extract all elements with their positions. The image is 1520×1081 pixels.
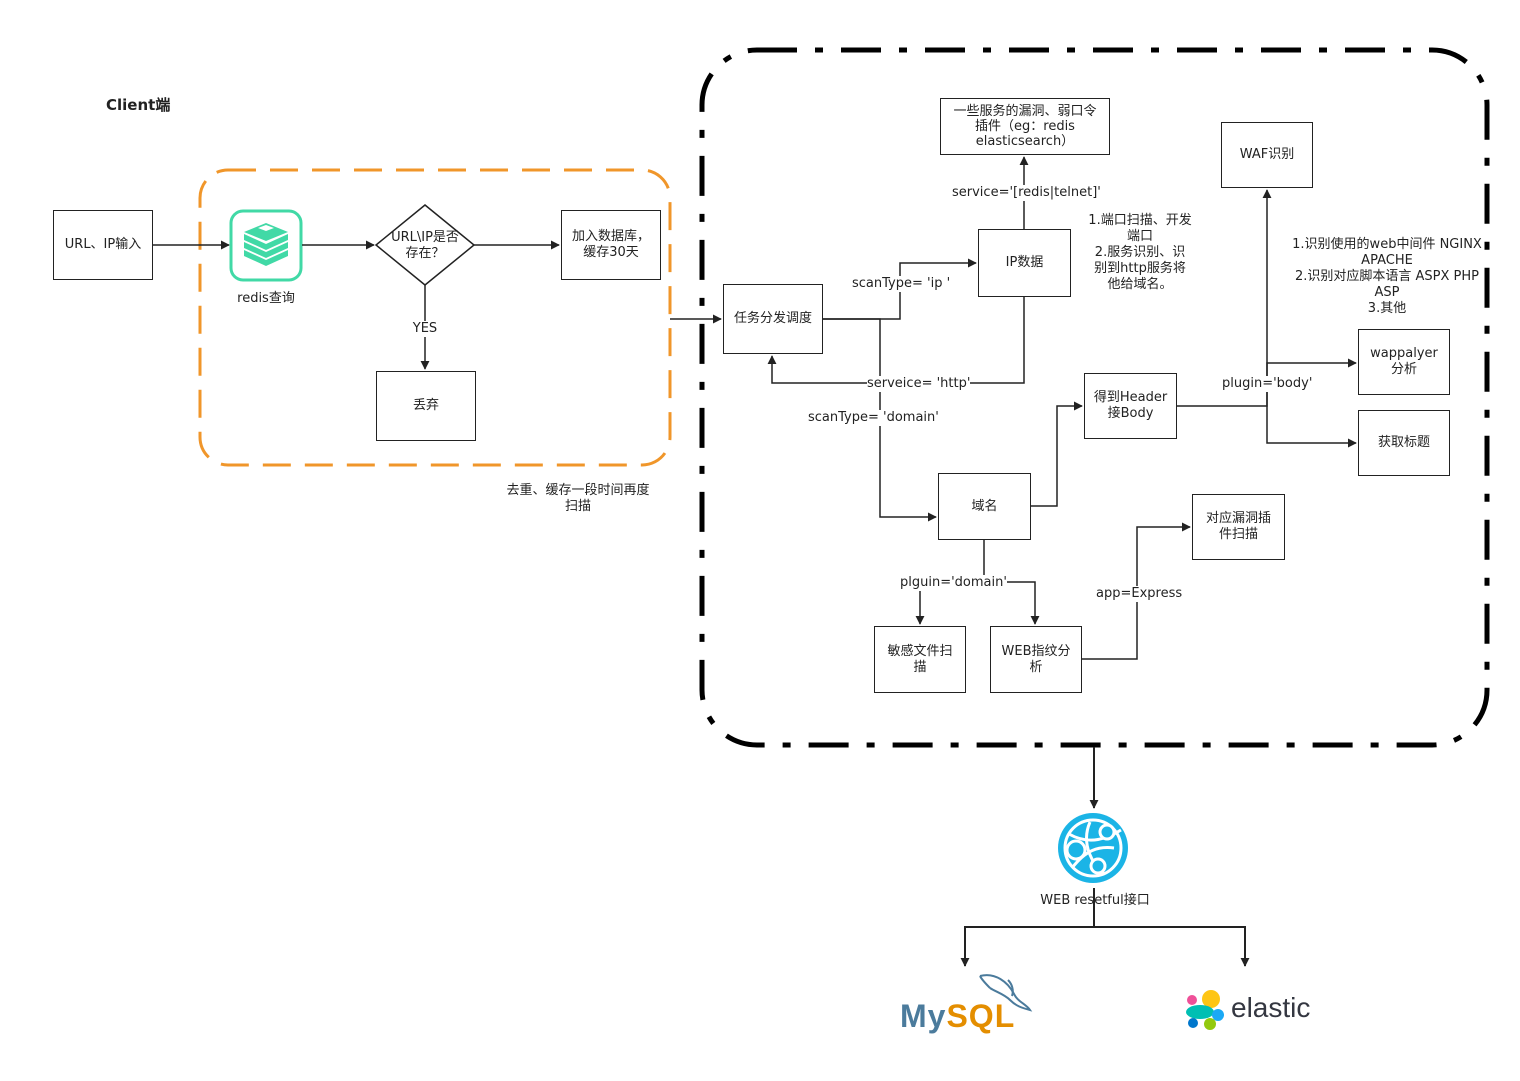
url-input-box: URL、IP输入 <box>53 210 153 280</box>
client-title: Client端 <box>106 96 171 114</box>
edge-restful-to-elastic <box>1094 926 1250 967</box>
edge-header-to-title <box>1266 406 1357 448</box>
mysql-logo: MySQL <box>900 998 1015 1035</box>
exists-decision-label: URL\IP是否 存在？ <box>391 230 459 261</box>
service-http-label: serveice= 'http' <box>867 376 971 392</box>
client-region <box>198 168 672 467</box>
sensitive-file-scan-box: 敏感文件扫 描 <box>874 626 966 693</box>
plugin-body-label: plugin='body' <box>1222 376 1313 392</box>
scantype-domain-label: scanType= 'domain' <box>808 410 939 426</box>
vuln-scan-box: 对应漏洞插 件扫描 <box>1192 494 1285 560</box>
web-api-globe-icon <box>1058 813 1128 883</box>
domain-box: 域名 <box>938 473 1031 540</box>
service-label: service='[redis|telnet]' <box>952 185 1101 201</box>
port-scan-note: 1.端口扫描、开发 端口 2.服务识别、识 别到http服务将 他给域名。 <box>1088 213 1192 292</box>
get-title-box: 获取标题 <box>1358 410 1450 476</box>
app-express-label: app=Express <box>1096 586 1183 602</box>
restful-api-label: WEB resetful接口 <box>1040 893 1150 908</box>
discard-box: 丢弃 <box>376 371 476 441</box>
vuln-plugins-box: 一些服务的漏洞、弱口令 插件（eg：redis elasticsearch） <box>940 98 1110 155</box>
web-fingerprint-box: WEB指纹分 析 <box>990 626 1082 693</box>
waf-box: WAF识别 <box>1221 122 1313 188</box>
dedupe-note: 去重、缓存一段时间再度 扫描 <box>506 483 650 514</box>
redis-query-label: redis查询 <box>237 291 295 306</box>
add-db-box: 加入数据库， 缓存30天 <box>561 210 661 280</box>
plugin-domain-label: plguin='domain' <box>900 575 1007 591</box>
server-region <box>699 47 1490 748</box>
dispatcher-box: 任务分发调度 <box>723 284 823 354</box>
scantype-ip-label: scanType= 'ip ' <box>852 276 951 292</box>
ip-data-box: IP数据 <box>978 229 1071 297</box>
header-body-box: 得到Header 接Body <box>1084 373 1177 439</box>
mysql-dolphin-icon <box>979 974 1033 1012</box>
elastic-logo-text: elastic <box>1231 992 1311 1023</box>
redis-icon <box>229 209 303 282</box>
yes-label: YES <box>408 321 442 337</box>
middleware-note: 1.识别使用的web中间件 NGINX APACHE 2.识别对应脚本语言 AS… <box>1292 237 1482 316</box>
edge-domain-to-header <box>1031 401 1083 507</box>
elastic-logo-icon <box>1186 990 1224 1030</box>
wappalyzer-box: wappalyer 分析 <box>1358 329 1450 395</box>
edge-restful-to-mysql <box>960 888 1095 967</box>
mysql-logo-text: MySQL <box>900 998 1016 1034</box>
